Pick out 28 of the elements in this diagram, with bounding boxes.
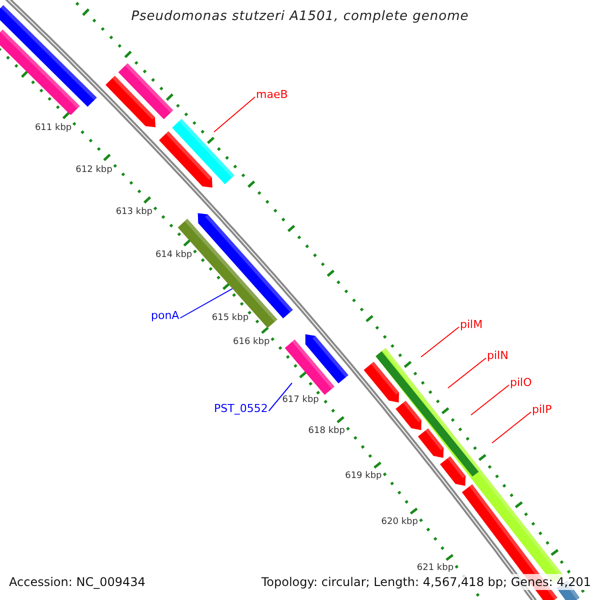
leader-line: [268, 382, 292, 412]
scale-label: 612 kbp: [76, 164, 112, 175]
gene-label: maeB: [256, 88, 288, 101]
info-text: Accession: NC_009434: [7, 574, 148, 590]
scale-label: 614 kbp: [155, 250, 192, 260]
gene-arrow: [178, 218, 278, 328]
leader-line: [470, 384, 510, 416]
leader-line: [448, 358, 486, 388]
gene-label: pilM: [460, 318, 483, 331]
scale-label: 617 kbp: [282, 394, 319, 405]
leader-line: [180, 288, 233, 318]
leader-line: [420, 326, 460, 358]
scale-label: 611 kbp: [34, 123, 72, 134]
scale-label: 619 kbp: [345, 471, 382, 482]
scale-label: 621 kbp: [416, 563, 454, 574]
leader-line: [492, 412, 532, 444]
scale-label: 613 kbp: [116, 207, 153, 218]
scale-label: 615 kbp: [212, 312, 249, 323]
gene-label: pilO: [510, 376, 532, 389]
gene-label: pilN: [487, 349, 508, 362]
scale-label: 616 kbp: [233, 337, 270, 348]
title: Pseudomonas stutzeri A1501, complete genome: [130, 9, 470, 24]
gene-label: ponA: [151, 309, 180, 322]
leader-line: [214, 96, 256, 132]
gene-label: PST_0552: [214, 402, 268, 415]
scale-label: 620 kbp: [381, 517, 418, 528]
scale-label: 618 kbp: [308, 426, 345, 436]
gene-label: pilP: [532, 403, 552, 416]
